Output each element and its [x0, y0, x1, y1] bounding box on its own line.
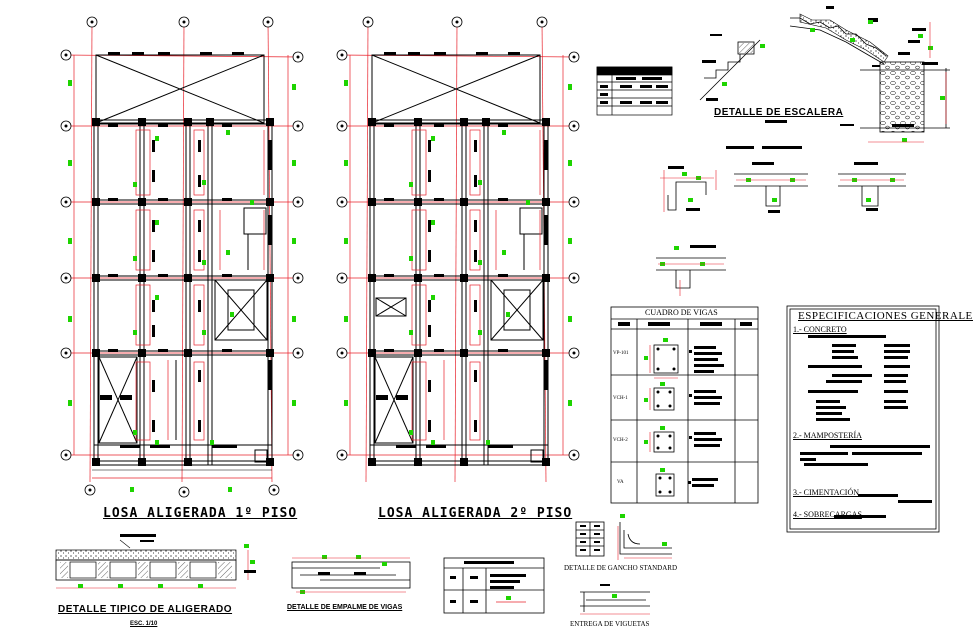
beam-table-title: CUADRO DE VIGAS	[645, 308, 718, 317]
floor-plan-2	[336, 16, 580, 483]
spec-sobrecargas: 4.- SOBRECARGAS	[793, 510, 862, 519]
beam-section-details	[656, 146, 906, 296]
spec-mamposteria: 2.- MAMPOSTERÍA	[793, 431, 862, 440]
aligerado-detail-title: DETALLE TIPICO DE ALIGERADO	[58, 604, 233, 615]
beam-code-vch2: VCH-2	[613, 438, 628, 443]
viguetas-detail-drawing	[580, 584, 650, 615]
stair-detail-title: DETALLE DE ESCALERA	[714, 107, 844, 118]
gancho-detail-drawing	[575, 514, 672, 560]
plan-2-title: LOSA ALIGERADA 2º PISO	[378, 506, 573, 521]
stair-detail-drawing	[699, 6, 950, 143]
specs-title: ESPECIFICACIONES GENERALES	[798, 310, 973, 322]
spec-concreto: 1.- CONCRETO	[793, 325, 847, 334]
small-schedule-table	[596, 66, 673, 116]
aligerado-detail-drawing	[55, 534, 256, 589]
legend-table	[443, 557, 545, 614]
beam-code-vp101: VP-101	[613, 351, 629, 356]
floor-plan-1	[60, 16, 304, 498]
beam-code-vch1: VCH-1	[613, 396, 628, 401]
aligerado-scale: ESC. 1/10	[130, 621, 158, 627]
spec-cimentacion: 3.- CIMENTACIÓN	[793, 488, 860, 497]
beam-schedule-table	[610, 306, 759, 504]
beam-code-va: VA	[617, 480, 624, 485]
empalme-detail-drawing	[291, 555, 411, 594]
empalme-detail-title: DETALLE DE EMPALME DE VIGAS	[287, 604, 403, 611]
specs-box	[786, 305, 940, 533]
viguetas-detail-title: ENTREGA DE VIGUETAS	[570, 620, 650, 628]
plan-1-title: LOSA ALIGERADA 1º PISO	[103, 506, 298, 521]
gancho-detail-title: DETALLE DE GANCHO STANDARD	[564, 564, 678, 572]
